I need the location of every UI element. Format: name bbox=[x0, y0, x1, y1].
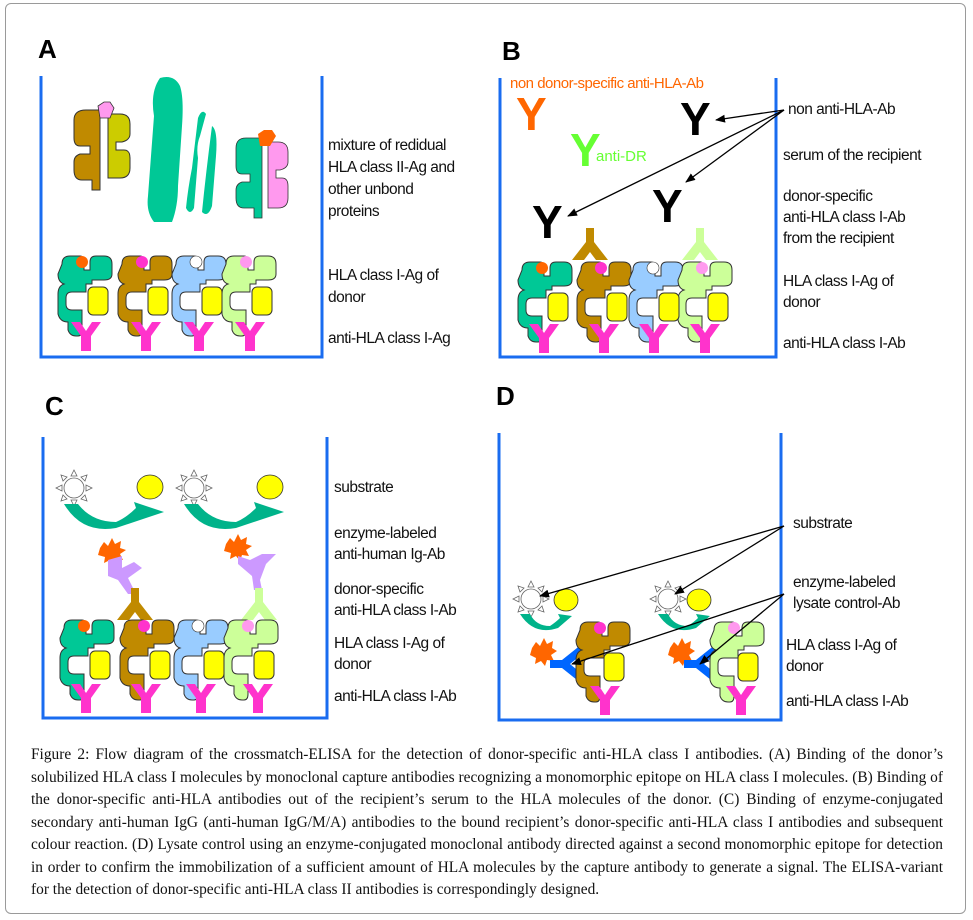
substrate-star-icon bbox=[649, 580, 687, 618]
well-b bbox=[498, 78, 778, 359]
well-d bbox=[497, 433, 783, 722]
unbound-hla-class2-teal bbox=[235, 130, 289, 219]
non-donor-specific-antibody: Y bbox=[516, 88, 547, 140]
panel-label-d: D bbox=[496, 381, 515, 411]
arrows-d bbox=[539, 525, 785, 665]
product-circle bbox=[136, 474, 164, 500]
enzyme-burst-icon bbox=[668, 638, 695, 666]
bound-hla-a bbox=[57, 255, 277, 337]
unbound-hla-class2-brown bbox=[73, 101, 131, 191]
arrows-non-anti-hla bbox=[567, 109, 785, 217]
bound-hla-c bbox=[59, 619, 279, 701]
panel-d: D bbox=[496, 381, 909, 722]
well-a bbox=[39, 76, 324, 359]
product-circle bbox=[553, 588, 579, 612]
panel-label-c: C bbox=[45, 391, 64, 421]
annotation-capture-d: anti-HLA class I-Ab bbox=[786, 693, 908, 710]
unbound-protein-fragments bbox=[186, 111, 217, 214]
annotation-capture-c: anti-HLA class I-Ab bbox=[334, 688, 456, 705]
annotation-enzyme-ab: enzyme-labeled anti-human Ig-Ab bbox=[334, 525, 445, 563]
reaction-arrow bbox=[520, 614, 572, 631]
non-anti-hla-antibody-1: Y bbox=[680, 93, 711, 145]
non-anti-hla-antibody-2: Y bbox=[652, 180, 683, 232]
figure-frame bbox=[5, 3, 966, 914]
annotation-mixture: mixture of redidual HLA class II-Ag and … bbox=[328, 137, 458, 220]
substrate-star-icon bbox=[512, 580, 550, 618]
figure-diagram: A mixture of redidual HLA class II bbox=[38, 34, 923, 722]
bound-hla-b bbox=[517, 261, 733, 343]
caption-lead: Figure 2: Flow diagram of the crossmatch… bbox=[31, 746, 763, 763]
anti-dr-antibody: Y bbox=[570, 124, 601, 176]
annotation-donor-specific-b: donor-specific anti-HLA class I-Ab from … bbox=[783, 188, 909, 247]
product-circle bbox=[686, 588, 712, 612]
annotation-serum: serum of the recipient bbox=[783, 147, 922, 164]
annotation-hla-ag-d: HLA class I-Ag of donor bbox=[786, 637, 900, 675]
panel-b: B non donor-specific anti-HLA-Ab Y Y ant… bbox=[498, 36, 923, 359]
substrate-star-icon bbox=[55, 469, 93, 507]
annotation-capture-b: anti-HLA class I-Ab bbox=[783, 335, 905, 352]
annotation-hla-ag-b: HLA class I-Ag of donor bbox=[783, 273, 897, 311]
enzyme-burst-icon bbox=[224, 534, 252, 561]
reaction-arrow bbox=[658, 614, 710, 631]
reaction-arrow bbox=[64, 502, 164, 529]
bound-hla-d bbox=[575, 621, 765, 703]
substrate-reactions-d bbox=[512, 580, 712, 631]
annotation-substrate-c: substrate bbox=[334, 479, 393, 496]
panel-label-b: B bbox=[502, 36, 521, 66]
donor-specific-antibodies-b bbox=[572, 228, 718, 260]
label-non-donor-specific: non donor-specific anti-HLA-Ab bbox=[510, 75, 704, 92]
annotation-donor-specific-c: donor-specific anti-HLA class I-Ab bbox=[334, 581, 456, 619]
unbound-protein-large bbox=[147, 77, 183, 222]
substrate-star-icon bbox=[175, 469, 213, 507]
panel-a: A mixture of redidual HLA class II bbox=[38, 34, 458, 359]
donor-specific-antibodies-c bbox=[117, 588, 277, 620]
reaction-arrow bbox=[184, 502, 284, 529]
annotation-capture-a: anti-HLA class I-Ag bbox=[328, 330, 450, 347]
annotation-non-anti-hla: non anti-HLA-Ab bbox=[788, 101, 895, 118]
annotation-hla-ag-c: HLA class I-Ag of donor bbox=[334, 635, 448, 673]
panel-c: C bbox=[41, 391, 457, 720]
annotation-substrate-d: substrate bbox=[793, 515, 852, 532]
label-anti-dr: anti-DR bbox=[596, 148, 647, 165]
product-circle bbox=[256, 474, 284, 500]
well-c bbox=[41, 437, 329, 720]
non-anti-hla-antibody-3: Y bbox=[532, 196, 563, 248]
annotation-hla-ag-a: HLA class I-Ag of donor bbox=[328, 267, 442, 306]
panel-label-a: A bbox=[38, 34, 57, 64]
substrate-reactions-c bbox=[55, 469, 284, 529]
enzyme-burst-icon bbox=[530, 638, 557, 666]
enzyme-labeled-antibodies-c bbox=[98, 534, 276, 594]
annotation-enzyme-control: enzyme-labeled lysate control-Ab bbox=[793, 574, 900, 612]
caption-body: (A) Binding of the donor’s solubilized H… bbox=[31, 746, 943, 898]
figure-caption: Figure 2: Flow diagram of the crossmatch… bbox=[31, 744, 943, 902]
